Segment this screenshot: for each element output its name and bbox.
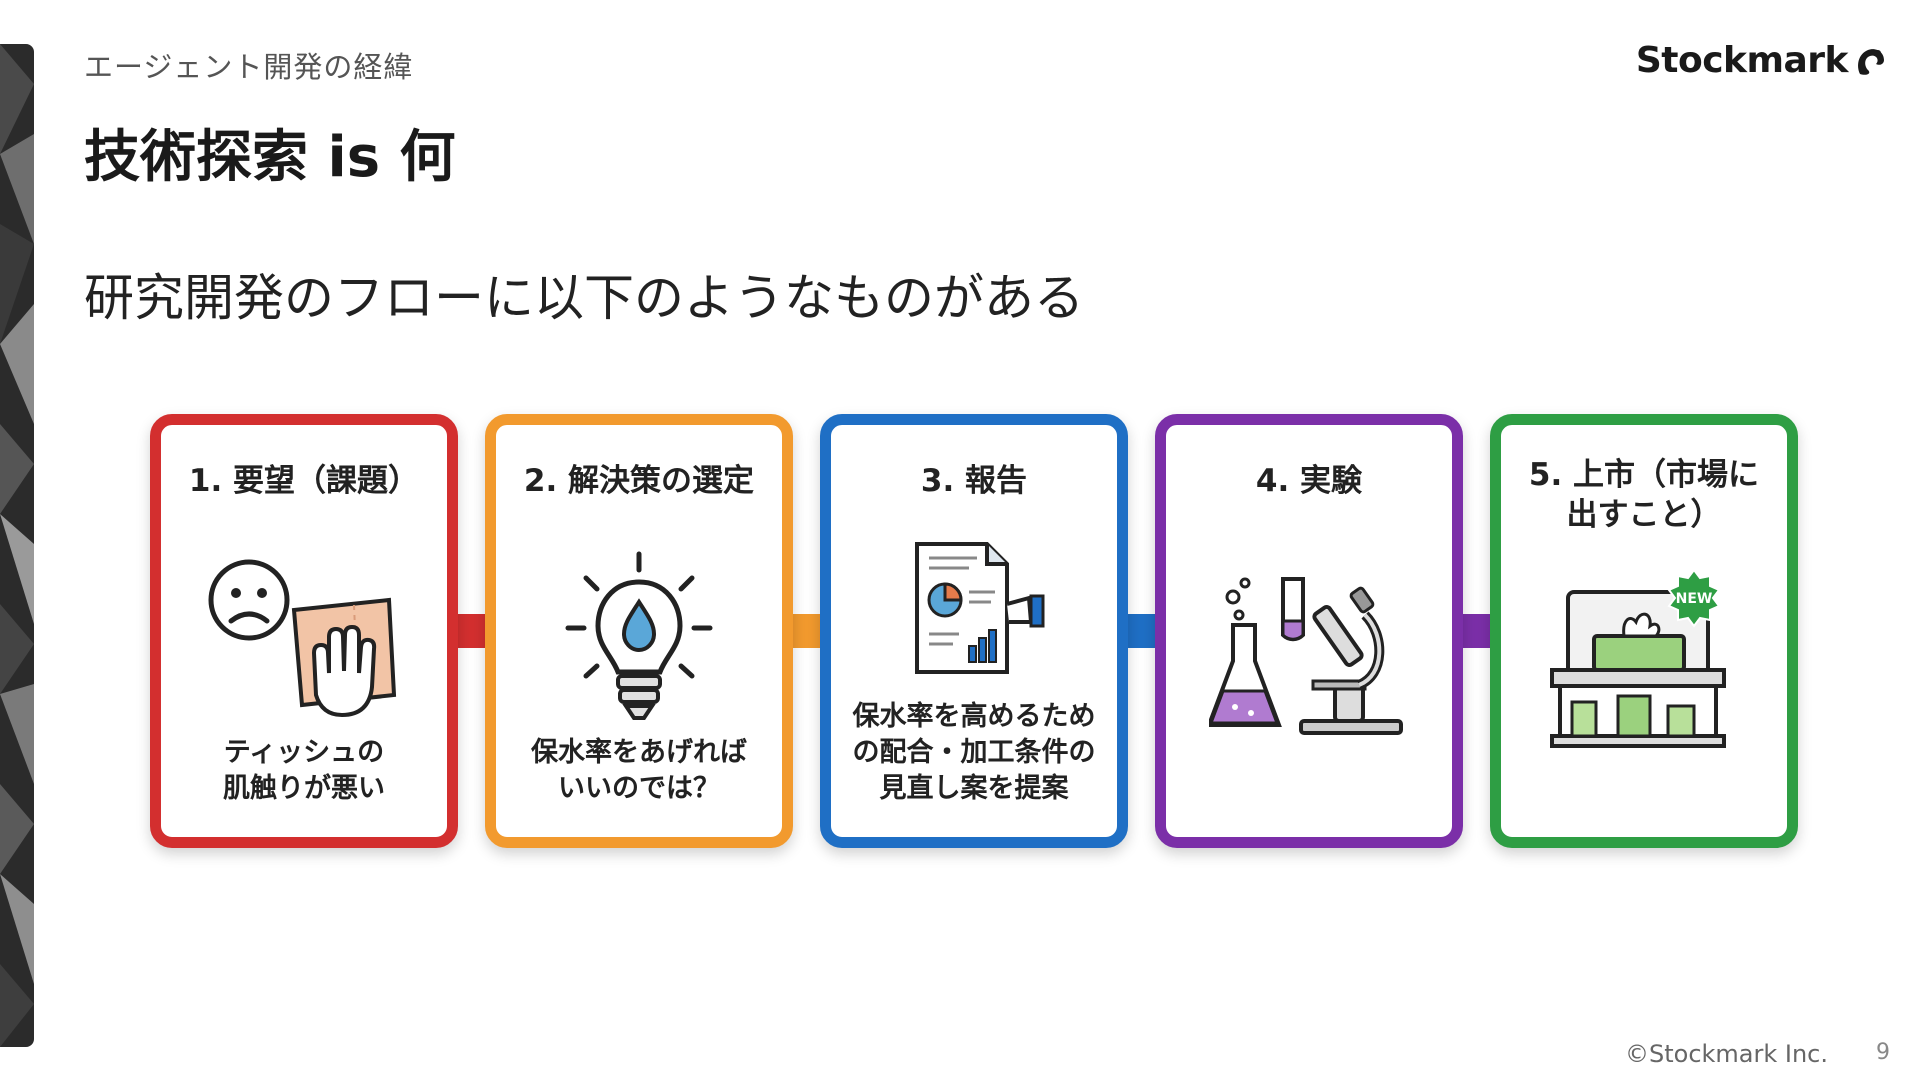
new-badge-label: NEW <box>1676 591 1713 607</box>
store-shelf-new-product-icon: NEW <box>1550 570 1726 748</box>
step-title: 5. 上市（市場に 出すこと） <box>1528 457 1760 533</box>
lab-flask-microscope-icon <box>1209 577 1403 735</box>
unhappy-face-and-tissue-icon <box>208 559 397 718</box>
step-title: 2. 解決策の選定 <box>523 463 755 499</box>
section-label: エージェント開発の経緯 <box>84 50 414 84</box>
step-description: 保水率を高めるため の配合・加工条件の 見直し案を提案 <box>852 701 1096 804</box>
lead-text: 研究開発のフローに以下のようなものがある <box>84 269 1084 327</box>
page-number: 9 <box>1876 1040 1890 1065</box>
step-card-launch: 5. 上市（市場に 出すこと） NEW <box>1490 414 1798 848</box>
lightbulb-water-drop-icon <box>565 551 713 720</box>
step-title: 4. 実験 <box>1255 463 1363 499</box>
process-flow: 1. 要望（課題） ティッシュの 肌触りが悪い 2. 解決策の選定 <box>150 414 1798 854</box>
footer-copyright: ©Stockmark Inc. <box>1624 1040 1828 1068</box>
step-card-solution: 2. 解決策の選定 保水率をあげれば いいのでは？ <box>485 414 793 848</box>
step-card-request: 1. 要望（課題） ティッシュの 肌触りが悪い <box>150 414 458 848</box>
step-title: 1. 要望（課題） <box>188 463 420 499</box>
stockmark-logo: Stockmark <box>1636 40 1888 81</box>
step-card-report: 3. 報告 保水率を高めるため の配合・加工条件の 見直し案を提案 <box>820 414 1128 848</box>
page-title: 技術探索 is 何 <box>84 125 456 190</box>
side-decoration-bar <box>0 44 34 1047</box>
step-title: 3. 報告 <box>920 463 1028 499</box>
squirrel-logo-icon <box>1858 48 1884 75</box>
logo-text: Stockmark <box>1635 40 1849 81</box>
report-document-icon <box>915 542 1045 674</box>
step-description: 保水率をあげれば いいのでは？ <box>531 737 747 804</box>
step-description: ティッシュの 肌触りが悪い <box>223 737 385 804</box>
step-card-experiment: 4. 実験 <box>1155 414 1463 848</box>
